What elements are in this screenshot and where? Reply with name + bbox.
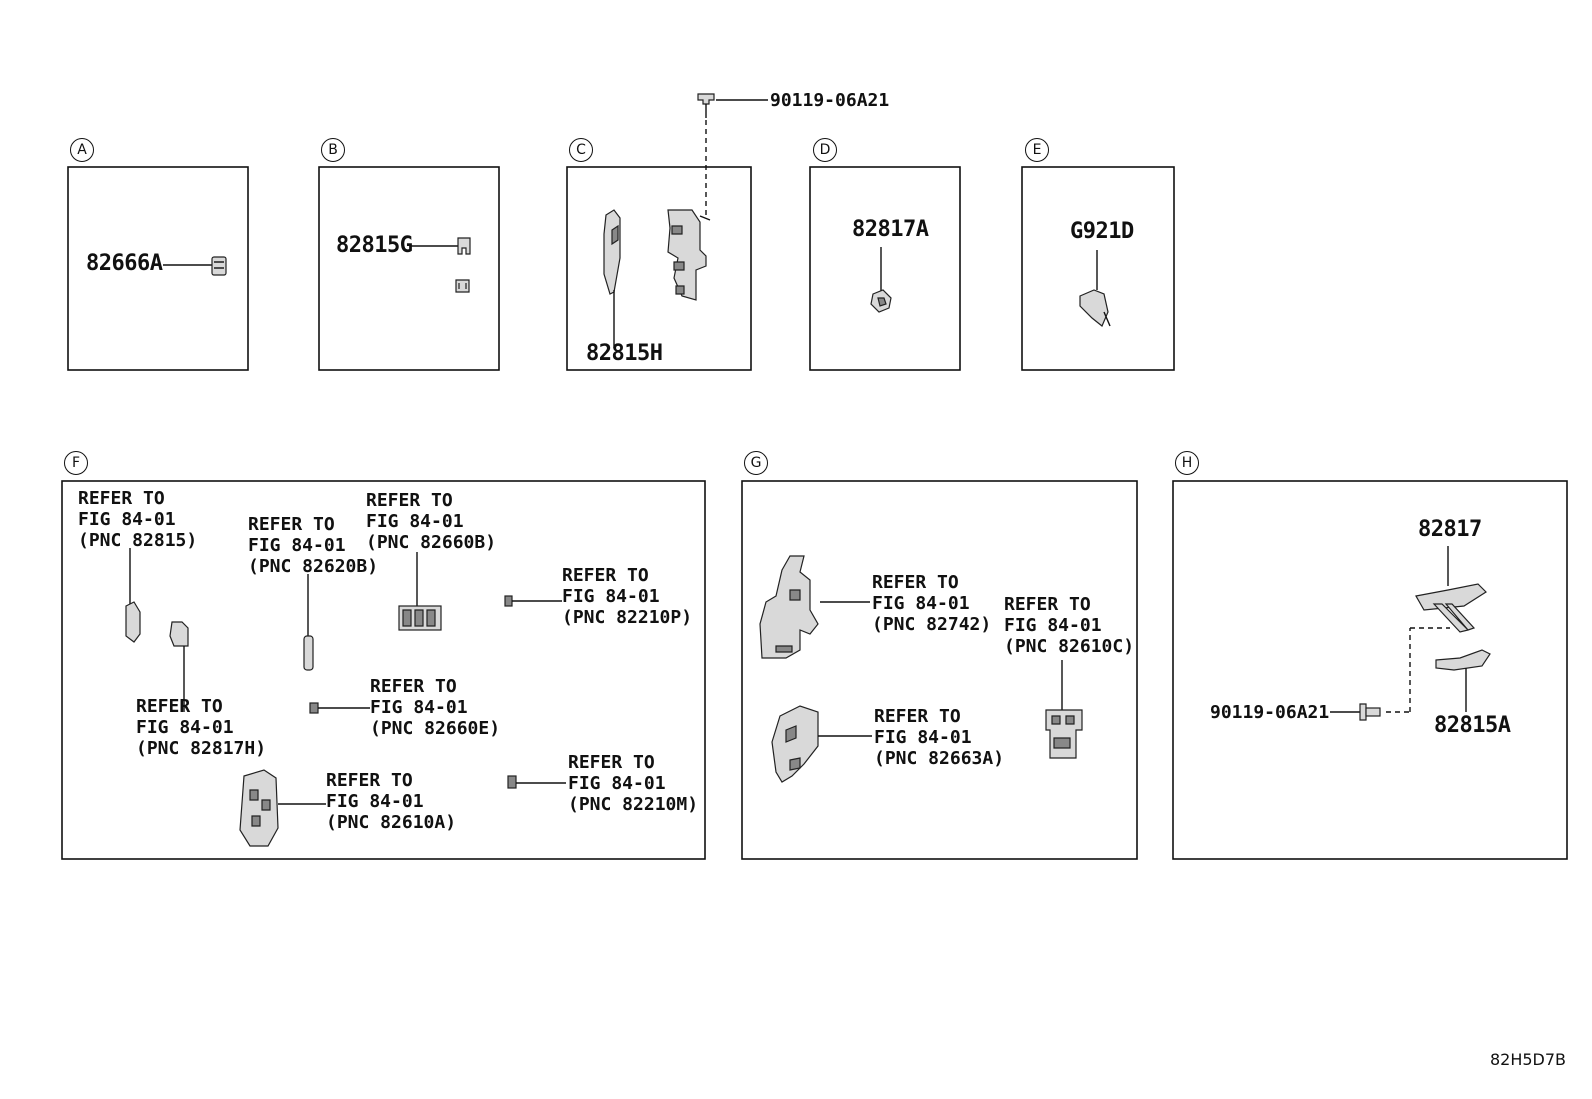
panel-f-box (61, 480, 706, 860)
part-82666A-clip (163, 256, 227, 276)
panel-d-box (809, 166, 961, 371)
label-82815G: 82815G (336, 233, 413, 258)
ref-82610C: REFER TO FIG 84-01 (PNC 82610C) (1004, 594, 1135, 657)
panel-d-letter: D (813, 138, 837, 162)
ref-82620B: REFER TO FIG 84-01 (PNC 82620B) (248, 514, 379, 577)
label-bolt-c: 90119-06A21 (770, 90, 890, 111)
part-ref-82210M (507, 775, 566, 789)
panel-c-letter: C (569, 138, 593, 162)
part-G921D-bracket (1079, 250, 1111, 327)
part-ref-82815 (125, 548, 189, 712)
ref-82660E: REFER TO FIG 84-01 (PNC 82660E) (370, 676, 501, 739)
label-82817A: 82817A (852, 217, 929, 242)
part-ref-82742 (759, 555, 870, 659)
panel-b-box (318, 166, 500, 371)
part-ref-82610A (239, 769, 326, 847)
label-G921D: G921D (1070, 219, 1134, 244)
panel-b-letter: B (321, 138, 345, 162)
panel-a-letter: A (70, 138, 94, 162)
part-ref-82660B (398, 552, 442, 631)
panel-c-box (566, 166, 752, 371)
ref-82610A: REFER TO FIG 84-01 (PNC 82610A) (326, 770, 457, 833)
diagram-code: 82H5D7B (1489, 1050, 1566, 1069)
panel-e-box (1021, 166, 1175, 371)
part-82815H-housing (667, 209, 711, 301)
part-ref-82660E (309, 702, 370, 714)
panel-h-box (1172, 480, 1568, 860)
part-82815H-bracket (603, 209, 621, 348)
label-82666A: 82666A (86, 251, 163, 276)
part-ref-82210P (504, 595, 562, 607)
label-82817: 82817 (1418, 517, 1482, 542)
part-ref-82620B (303, 574, 314, 671)
part-ref-82663A (771, 705, 872, 783)
panel-a-box (67, 166, 249, 371)
label-bolt-h: 90119-06A21 (1210, 702, 1330, 723)
ref-82210P: REFER TO FIG 84-01 (PNC 82210P) (562, 565, 693, 628)
panel-g-box (741, 480, 1138, 860)
panel-g-letter: G (744, 451, 768, 475)
ref-82817H: REFER TO FIG 84-01 (PNC 82817H) (136, 696, 267, 759)
panel-f-letter: F (64, 451, 88, 475)
ref-82663A: REFER TO FIG 84-01 (PNC 82663A) (874, 706, 1005, 769)
part-82815G-clip (410, 237, 471, 293)
label-82815H: 82815H (586, 341, 663, 366)
label-82815A: 82815A (1434, 713, 1511, 738)
panel-e-letter: E (1025, 138, 1049, 162)
panel-h-letter: H (1175, 451, 1199, 475)
part-82817-holder (1415, 546, 1487, 633)
part-90119-06A21-bolt-h (1330, 627, 1450, 721)
ref-82660B: REFER TO FIG 84-01 (PNC 82660B) (366, 490, 497, 553)
part-90119-06A21-bolt-c (697, 93, 768, 218)
part-82817A-clip (870, 247, 892, 313)
part-ref-82610C (1045, 660, 1083, 759)
ref-82815: REFER TO FIG 84-01 (PNC 82815) (78, 488, 198, 551)
part-82815A-cover (1435, 649, 1491, 712)
ref-82210M: REFER TO FIG 84-01 (PNC 82210M) (568, 752, 699, 815)
ref-82742: REFER TO FIG 84-01 (PNC 82742) (872, 572, 992, 635)
